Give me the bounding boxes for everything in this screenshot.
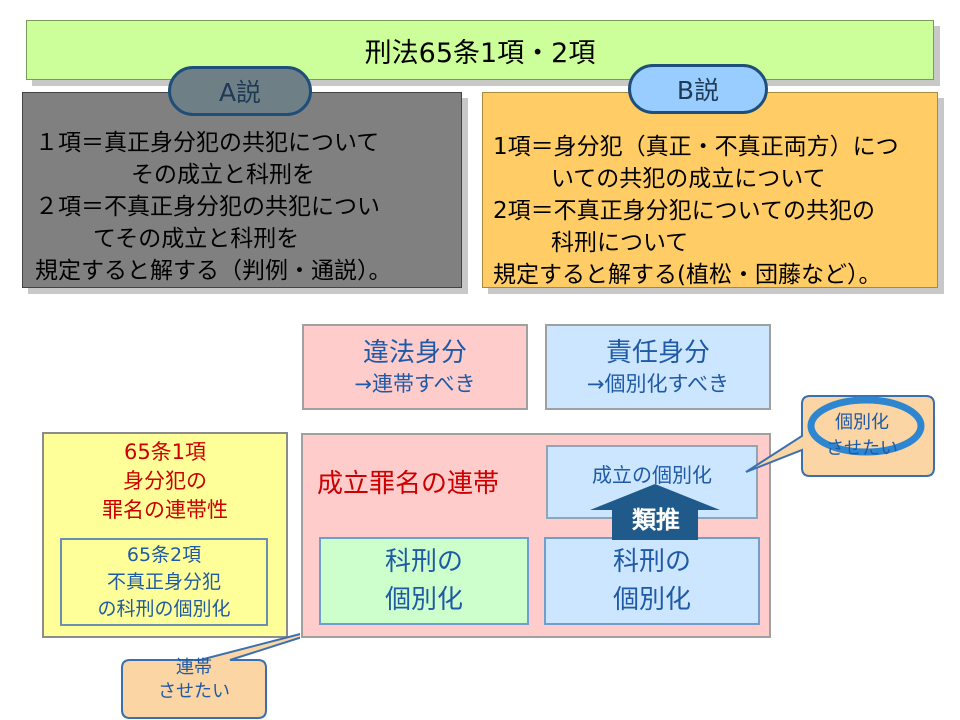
responsibility-status-box: 責任身分 →個別化すべき: [545, 324, 771, 410]
article65-p2-line: 65条2項: [126, 544, 202, 566]
individualize-callout: [745, 395, 935, 477]
title-bar: 刑法65条1項・2項: [26, 20, 934, 80]
illegal-status-note: →連帯すべき: [354, 372, 476, 396]
punishment-right-line: 科刑の: [612, 547, 691, 577]
crime-linkage-box: 成立罪名の連帯 成立の個別化 科刑の 個別化 科刑の 個別化: [301, 433, 771, 638]
theory-a-label: A説: [168, 66, 312, 116]
theory-a-label-text: A説: [218, 78, 262, 107]
theory-a-line: その成立と科刑を: [131, 162, 315, 188]
theory-b-box: 1項＝身分犯（真正・不真正両方）につ いての共犯の成立について 2項＝不真正身分…: [482, 92, 938, 288]
article65-paragraph1: 65条1項 身分犯の 罪名の連帯性: [44, 438, 286, 525]
article65-p1-line: 罪名の連帯性: [102, 498, 228, 522]
link-callout-line: させたい: [158, 681, 230, 702]
responsibility-status-title: 責任身分: [605, 338, 710, 368]
punishment-individualization-left: 科刑の 個別化: [319, 537, 529, 625]
crime-linkage-label: 成立罪名の連帯: [317, 469, 500, 499]
theory-b-line: 1項＝身分犯（真正・不真正両方）につ: [493, 134, 899, 160]
link-callout-text: 連帯 させたい: [124, 656, 264, 704]
individualize-callout-line: 個別化: [835, 412, 889, 433]
punishment-left-line: 個別化: [384, 585, 463, 615]
article65-p2-line: の科刑の個別化: [97, 598, 231, 620]
theory-a-line: ２項＝不真正身分犯の共犯につい: [35, 194, 380, 220]
article65-p1-line: 身分犯の: [123, 469, 207, 493]
analogy-arrow-icon: [590, 484, 720, 540]
analogy-label: 類推: [632, 506, 680, 534]
punishment-left-line: 科刑の: [384, 547, 463, 577]
theory-b-label: B説: [628, 64, 768, 114]
article65-p2-line: 不真正身分犯: [106, 571, 221, 593]
theory-b-line: 2項＝不真正身分犯についての共犯の: [493, 198, 875, 224]
formation-individualization-box: 成立の個別化: [546, 445, 758, 519]
theory-a-line: １項＝真正身分犯の共犯について: [35, 130, 380, 156]
article65-p1-line: 65条1項: [123, 440, 207, 464]
article65-paragraph2: 65条2項 不真正身分犯 の科刑の個別化: [60, 538, 268, 626]
theory-a-box: １項＝真正身分犯の共犯について その成立と科刑を ２項＝不真正身分犯の共犯につい…: [22, 92, 462, 288]
punishment-right-line: 個別化: [612, 585, 691, 615]
punishment-individualization-right: 科刑の 個別化: [544, 537, 760, 625]
illegal-status-title: 違法身分: [362, 338, 467, 368]
theory-a-line: てその成立と科刑を: [93, 226, 300, 252]
title-text: 刑法65条1項・2項: [364, 37, 596, 69]
theory-b-line: いての共犯の成立について: [551, 166, 826, 192]
article65-box: 65条1項 身分犯の 罪名の連帯性 65条2項 不真正身分犯 の科刑の個別化: [42, 432, 288, 638]
theory-b-line: 規定すると解する(植松・団藤など）。: [493, 262, 882, 288]
highlight-ring-icon: [807, 396, 925, 456]
formation-individualization-text: 成立の個別化: [592, 463, 712, 487]
illegal-status-box: 違法身分 →連帯すべき: [302, 324, 528, 410]
individualize-callout-text: 個別化 させたい: [802, 410, 922, 462]
link-callout-line: 連帯: [176, 657, 212, 678]
responsibility-status-note: →個別化すべき: [586, 372, 730, 396]
theory-a-line: 規定すると解する（判例・通説）。: [35, 258, 392, 284]
theory-b-line: 科刑について: [551, 230, 689, 256]
theory-b-label-text: B説: [676, 76, 720, 105]
individualize-callout-line: させたい: [826, 438, 898, 459]
link-callout: [121, 633, 300, 719]
